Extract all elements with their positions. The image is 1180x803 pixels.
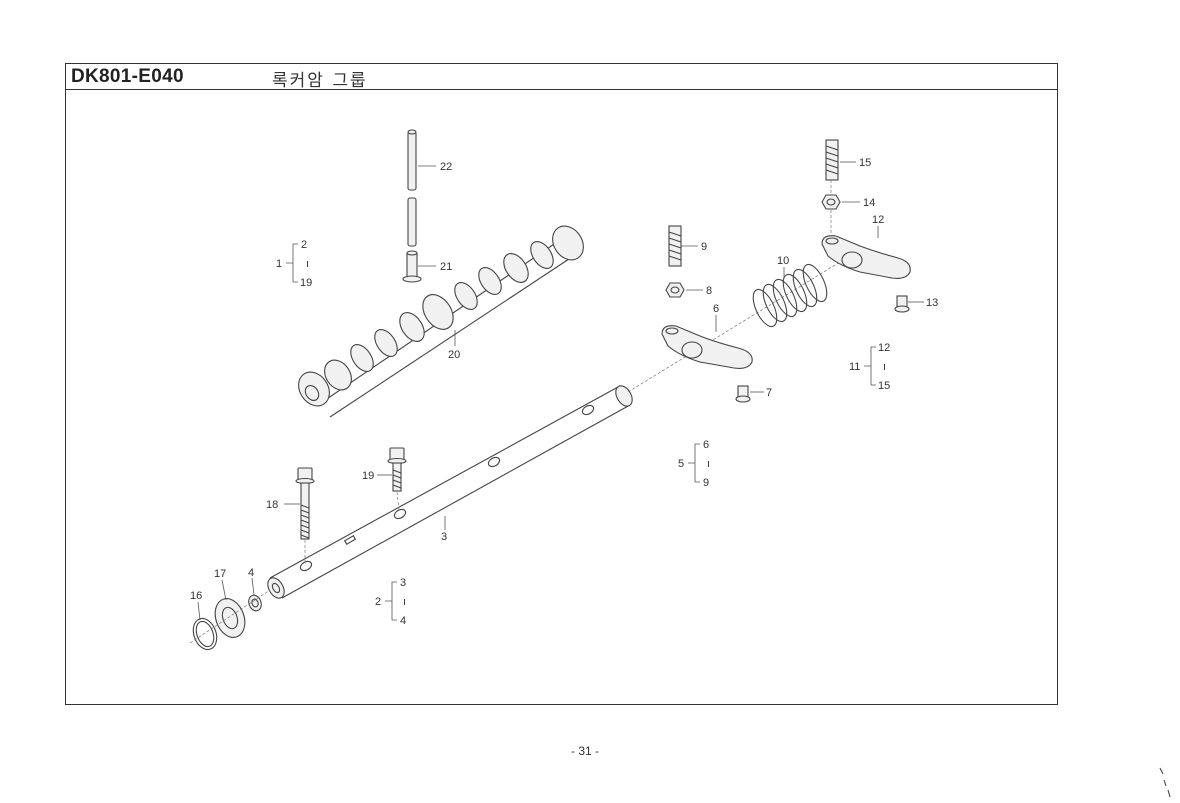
callout-19: 19	[362, 470, 374, 482]
callout-2-range-mark: ı	[403, 596, 406, 608]
part-screw-13	[894, 295, 910, 313]
callout-15: 15	[859, 157, 871, 169]
part-tappet	[402, 250, 422, 283]
part-push-rod	[407, 129, 417, 247]
callout-1-range-mark: ı	[306, 258, 309, 270]
part-adjust-screw-15	[825, 139, 839, 181]
diagram-code: DK801-E040	[71, 66, 184, 87]
part-spring-10	[752, 263, 828, 328]
callout-17: 17	[214, 568, 226, 580]
part-bolt-18	[295, 467, 315, 540]
leader-lines	[197, 161, 924, 621]
part-nut-8	[665, 282, 685, 298]
callout-20: 20	[448, 349, 460, 361]
part-camshaft	[298, 225, 584, 418]
callout-9: 9	[701, 241, 707, 253]
callout-12: 12	[872, 214, 884, 226]
title-bar: DK801-E040 록커암 그룹	[66, 64, 1057, 91]
part-rocker-shaft	[267, 385, 633, 599]
callout-7: 7	[766, 387, 772, 399]
part-collar-4	[248, 594, 262, 612]
callout-5-from: 6	[703, 439, 709, 451]
callout-11-range-mark: ı	[883, 361, 886, 373]
diagram-frame: DK801-E040 록커암 그룹	[65, 63, 1058, 705]
callout-11: 11	[849, 361, 860, 373]
part-bolt-19	[387, 447, 407, 492]
callout-1: 1	[276, 258, 282, 270]
callout-5: 5	[678, 458, 684, 470]
callout-16: 16	[190, 590, 202, 602]
callout-21: 21	[440, 261, 452, 273]
callout-11-to: 15	[878, 380, 890, 392]
callout-5-range-mark: ı	[707, 458, 710, 470]
callout-4: 4	[248, 567, 254, 579]
callout-18: 18	[266, 499, 278, 511]
callout-22: 22	[440, 161, 452, 173]
callout-6: 6	[713, 303, 719, 315]
callout-5-to: 9	[703, 477, 709, 489]
part-adjust-screw-9	[668, 225, 682, 267]
page-number: - 31 -	[570, 744, 599, 758]
callout-8: 8	[706, 285, 712, 297]
callout-labels: 22 21 20 1 2 ı 19 9 8 6 7 10 15 14 12 13…	[190, 157, 938, 627]
callout-2-from: 3	[400, 577, 406, 589]
part-rocker-arm-12	[821, 235, 911, 279]
callout-3: 3	[441, 531, 447, 543]
part-rocker-arm-6	[661, 325, 753, 369]
callout-2: 2	[375, 596, 381, 608]
callout-11-from: 12	[878, 342, 890, 354]
part-screw-7	[735, 385, 751, 403]
part-nut-14	[821, 194, 841, 210]
callout-10: 10	[777, 255, 789, 267]
part-washer-17	[214, 598, 246, 638]
callout-2-to: 4	[400, 615, 406, 627]
diagram-title: 록커암 그룹	[272, 71, 368, 91]
scan-marks	[1159, 767, 1171, 798]
callout-1-from: 2	[301, 239, 307, 251]
callout-1-to: 19	[300, 277, 312, 289]
callout-14: 14	[863, 197, 875, 209]
group-brackets	[286, 243, 876, 621]
callout-13: 13	[926, 297, 938, 309]
